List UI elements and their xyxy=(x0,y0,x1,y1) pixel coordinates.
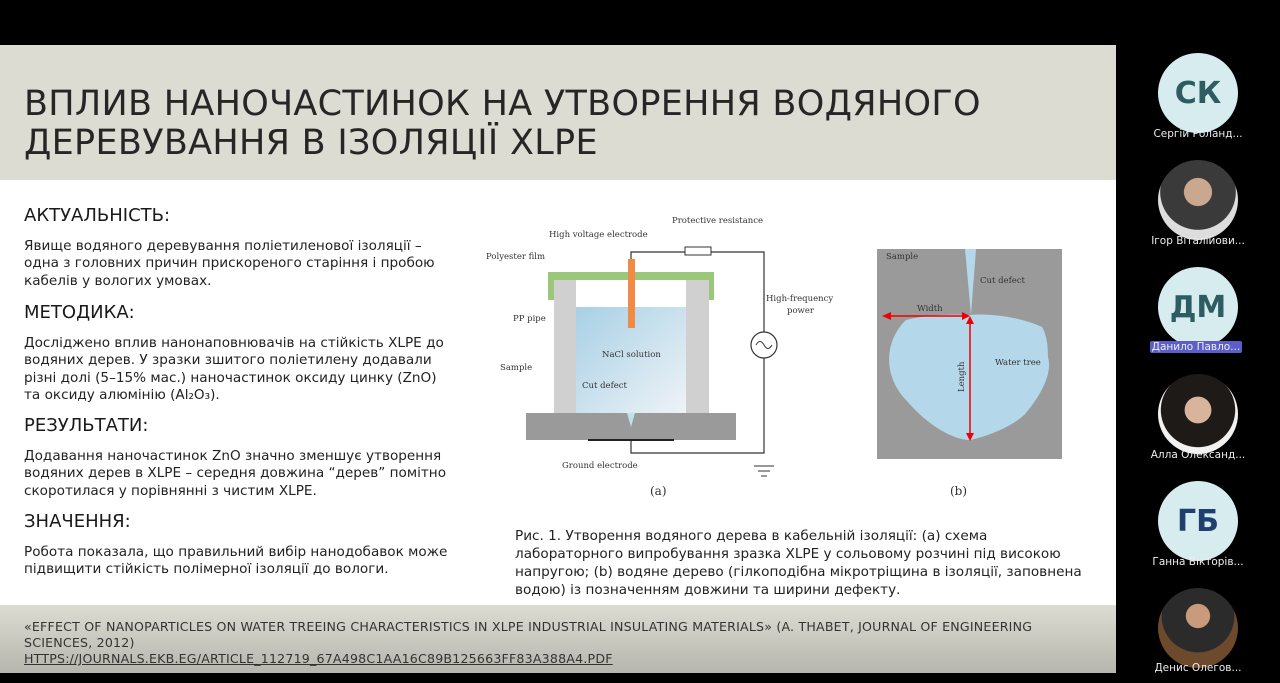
diagram-a: Protective resistance High voltage elect… xyxy=(486,216,833,498)
figure-diagram: Protective resistance High voltage elect… xyxy=(486,216,1062,498)
heading-method: МЕТОДИКА: xyxy=(24,302,135,323)
participant-avatar[interactable] xyxy=(1158,588,1238,668)
label-water-tree: Water tree xyxy=(995,358,1041,368)
label-hv-electrode: High voltage electrode xyxy=(549,230,648,240)
participant-avatar[interactable]: СК xyxy=(1158,53,1238,133)
slide-title: ВПЛИВ НАНОЧАСТИНОК НА УТВОРЕННЯ ВОДЯНОГО… xyxy=(24,84,981,163)
presentation-slide: ВПЛИВ НАНОЧАСТИНОК НА УТВОРЕННЯ ВОДЯНОГО… xyxy=(0,45,1116,673)
label-b-cut-defect: Cut defect xyxy=(980,276,1026,286)
citation-text: «EFFECT OF NANOPARTICLES ON WATER TREEIN… xyxy=(24,619,1033,650)
figure-caption: Рис. 1. Утворення водяного дерева в кабе… xyxy=(515,528,1082,598)
participant-name: Сергій Роланд... xyxy=(1153,128,1243,140)
label-a: (a) xyxy=(650,484,667,498)
participant-name: Денис Олегов... xyxy=(1154,662,1242,674)
text-method: Досліджено вплив нанонаповнювачів на сті… xyxy=(24,335,444,403)
ground-icon xyxy=(754,465,774,477)
label-nacl: NaCl solution xyxy=(602,350,661,360)
heading-relevance: АКТУАЛЬНІСТЬ: xyxy=(24,205,171,226)
slide-header: ВПЛИВ НАНОЧАСТИНОК НА УТВОРЕННЯ ВОДЯНОГО… xyxy=(0,45,1116,180)
participant-name: Ганна Вікторів... xyxy=(1152,556,1244,568)
text-significance: Робота показала, що правильний вибір нан… xyxy=(24,544,448,578)
participant-avatar[interactable]: ДМ xyxy=(1158,267,1238,347)
citation-footer: «EFFECT OF NANOPARTICLES ON WATER TREEIN… xyxy=(0,605,1116,673)
label-hf: High-frequency xyxy=(766,294,833,304)
label-polyester-film: Polyester film xyxy=(486,252,545,262)
participant-avatar[interactable] xyxy=(1158,374,1238,454)
label-sample: Sample xyxy=(500,363,532,373)
label-b: (b) xyxy=(950,484,967,498)
label-power: power xyxy=(787,306,815,316)
participant-name-speaking: Данило Павло... xyxy=(1150,341,1242,353)
label-protective-resistance: Protective resistance xyxy=(672,216,763,226)
participant-name: Ігор Віталійови... xyxy=(1151,235,1245,247)
text-relevance: Явище водяного деревування поліетиленово… xyxy=(24,238,435,289)
label-b-sample: Sample xyxy=(886,252,918,262)
label-length: Length xyxy=(957,361,967,392)
resistor-icon xyxy=(684,246,712,256)
participant-name: Алла Олександ... xyxy=(1150,449,1246,461)
participant-avatar[interactable] xyxy=(1158,160,1238,240)
label-pp-pipe: PP pipe xyxy=(513,314,546,324)
citation-link[interactable]: HTTPS://JOURNALS.EKB.EG/ARTICLE_112719_6… xyxy=(24,651,613,666)
label-cut-defect: Cut defect xyxy=(582,381,628,391)
heading-results: РЕЗУЛЬТАТИ: xyxy=(24,415,149,436)
text-results: Додавання наночастинок ZnO значно зменшу… xyxy=(24,448,447,499)
diagram-b: Sample Cut defect Width Length Water tre… xyxy=(877,249,1062,498)
participant-avatar[interactable]: ГБ xyxy=(1158,481,1238,561)
heading-significance: ЗНАЧЕННЯ: xyxy=(24,511,131,532)
label-width: Width xyxy=(917,304,943,314)
label-ground-electrode: Ground electrode xyxy=(562,461,638,471)
